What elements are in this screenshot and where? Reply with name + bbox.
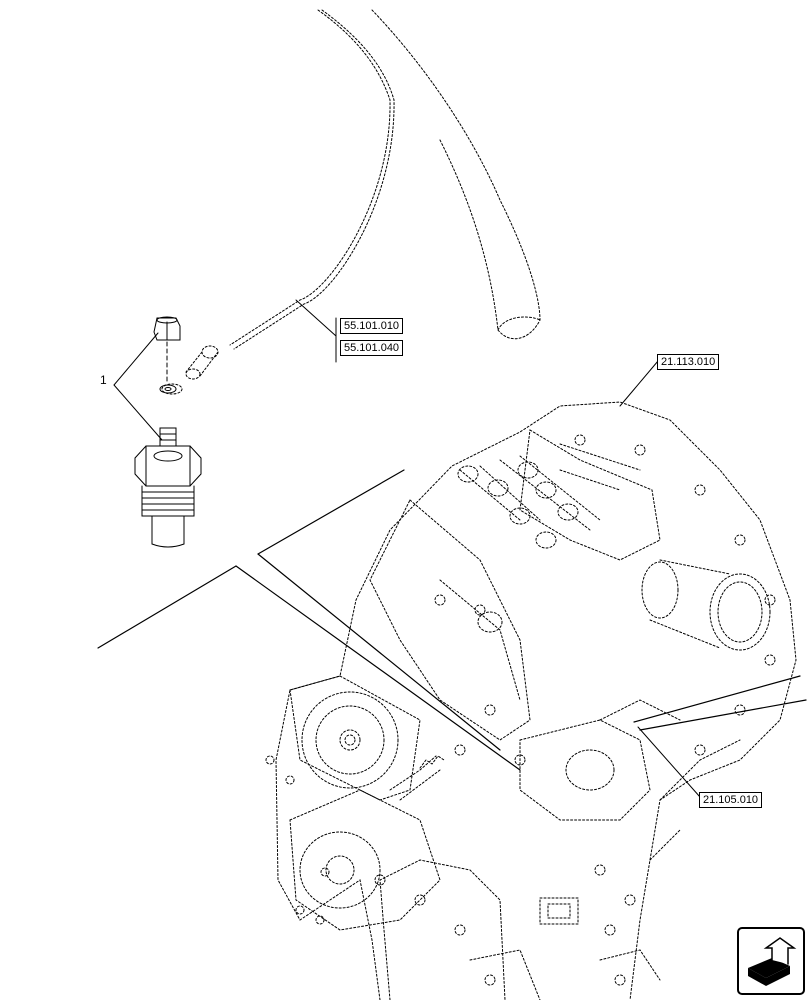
next-page-arrow-icon[interactable] xyxy=(737,927,805,995)
ref-leader-housing xyxy=(619,360,659,407)
ref-leader-hose xyxy=(295,299,337,337)
washer-part xyxy=(159,384,177,394)
ref-label-55-101-010[interactable]: 55.101.010 xyxy=(340,318,404,334)
hose-fitting xyxy=(161,345,219,395)
ref-label-21-113-010[interactable]: 21.113.010 xyxy=(657,354,720,370)
transmission-housing xyxy=(265,401,797,1000)
ref-leader-gearbox xyxy=(637,726,701,798)
hose-pipe xyxy=(229,9,541,350)
callout-leader-item-1 xyxy=(113,332,163,441)
callout-item-1-label: 1 xyxy=(100,373,107,387)
ref-label-55-101-040[interactable]: 55.101.040 xyxy=(340,340,404,356)
ref-label-21-105-010[interactable]: 21.105.010 xyxy=(699,792,763,808)
section-lines xyxy=(97,469,807,771)
temperature-sensor-part xyxy=(134,427,202,548)
nut-part xyxy=(153,316,181,341)
